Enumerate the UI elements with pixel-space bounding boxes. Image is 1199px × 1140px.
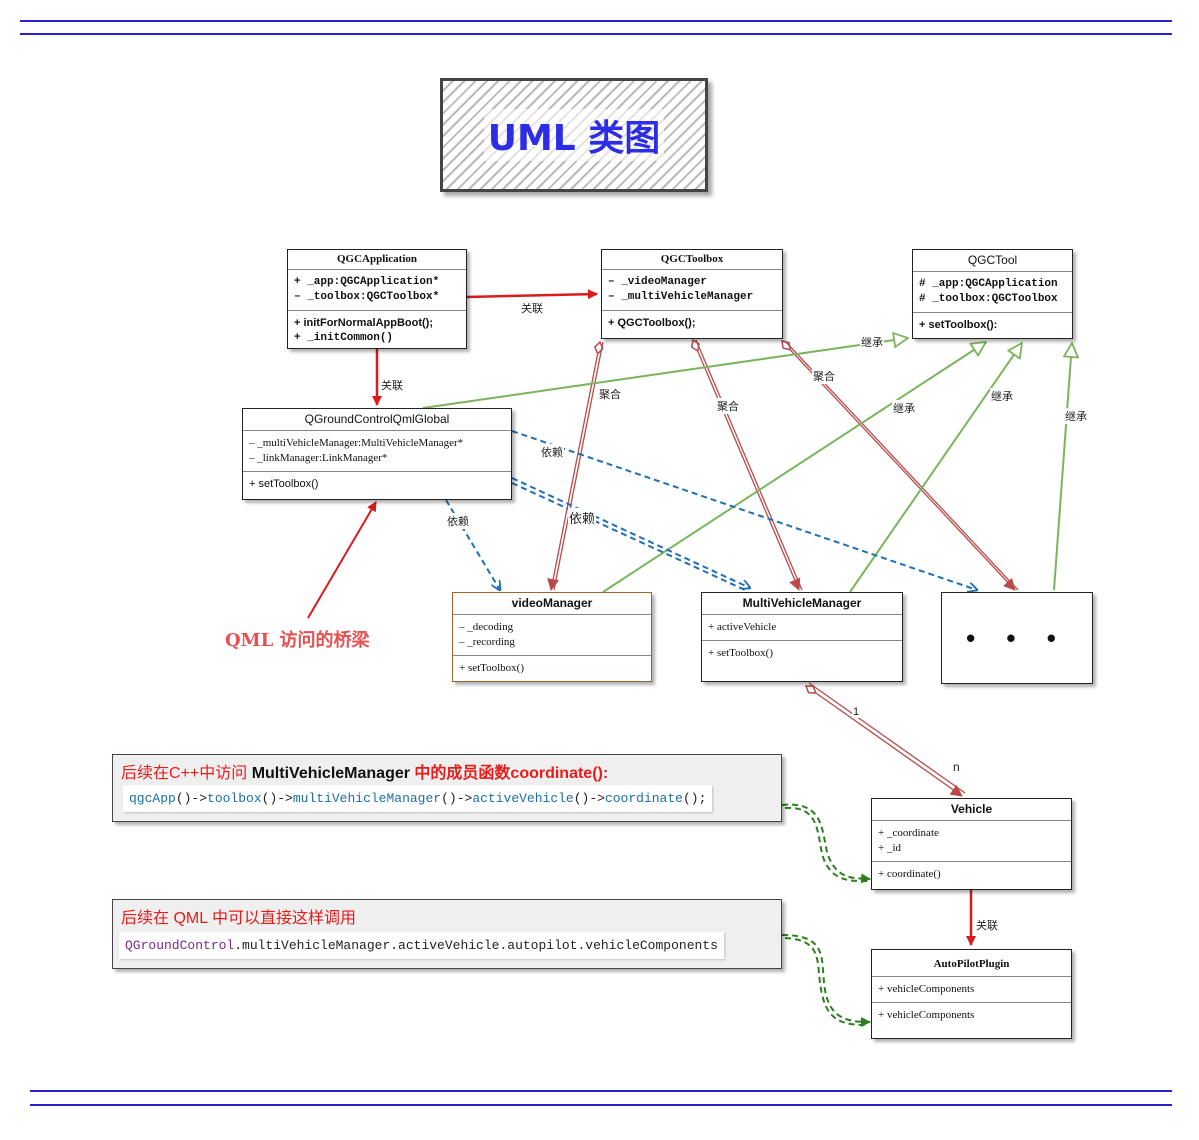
method: + initForNormalAppBoot();	[294, 317, 434, 329]
note-code: qgcApp()->toolbox()->multiVehicleManager…	[123, 785, 713, 812]
class-qgcapplication[interactable]: QGCApplication + _app:QGCApplication* – …	[287, 249, 467, 349]
method: + setToolbox()	[249, 478, 319, 490]
dep-qmlglobal-more	[511, 430, 977, 590]
class-name: videoManager	[453, 593, 651, 615]
agg-mvm-vehicle	[806, 686, 962, 796]
class-autopilotplugin[interactable]: AutoPilotPlugin + vehicleComponents + ve…	[871, 949, 1072, 1039]
field: + _app:QGCApplication*	[294, 276, 440, 288]
field: # _app:QGCApplication	[919, 278, 1058, 290]
method: + vehicleComponents	[878, 1009, 975, 1021]
code-token: activeVehicle	[472, 791, 574, 806]
field: – _recording	[459, 636, 515, 648]
class-name: QGCToolbox	[602, 250, 782, 270]
field: – _linkManager:LinkManager*	[249, 452, 388, 464]
field: + vehicleComponents	[878, 983, 975, 995]
note-qml-access: 后续在 QML 中可以直接这样调用 QGroundControl.multiVe…	[112, 899, 782, 969]
field: + activeVehicle	[708, 621, 777, 633]
code-token: QGroundControl	[125, 938, 235, 953]
label-inherit-2: 继承	[892, 400, 916, 416]
top-rule-2	[20, 33, 1172, 35]
dep-qmlglobal-mvm-1	[511, 477, 750, 588]
method: + QGCToolbox();	[608, 317, 696, 329]
ellipsis-text: • • •	[966, 622, 1068, 653]
label-agg-1: 聚合	[598, 386, 622, 402]
agg-toolbox-mvm	[693, 340, 799, 590]
class-qgctoolbox[interactable]: QGCToolbox – _videoManager – _multiVehic…	[601, 249, 783, 339]
label-dep-3: 依赖	[568, 508, 597, 527]
code-token: multiVehicleManager	[292, 791, 442, 806]
label-inherit-4: 继承	[1064, 408, 1088, 424]
label-inherit-3: 继承	[990, 388, 1014, 404]
bottom-rule-2	[30, 1104, 1172, 1106]
method: + setToolbox()	[708, 647, 774, 659]
method: + _initCommon()	[294, 332, 394, 344]
method: + setToolbox()	[459, 662, 525, 674]
agg-toolbox-video	[551, 342, 600, 590]
label-dep-2: 依赖	[446, 513, 470, 529]
code-token: ();	[682, 791, 707, 806]
label-assoc-2: 关联	[380, 377, 404, 393]
note-cpp-access: 后续在C++中访问 MultiVehicleManager 中的成员函数coor…	[112, 754, 782, 822]
code-token: ()->	[261, 791, 293, 806]
field: + _coordinate	[878, 827, 939, 839]
note-title-prefix: 后续在C++中访问	[121, 765, 252, 782]
code-token: toolbox	[207, 791, 262, 806]
code-token: ()->	[441, 791, 473, 806]
inherit-qmlglobal-tool	[422, 338, 908, 409]
class-videomanager[interactable]: videoManager – _decoding – _recording + …	[452, 592, 652, 682]
code-token: qgcApp	[129, 791, 176, 806]
class-name: AutoPilotPlugin	[872, 950, 1071, 977]
note-qml-link	[781, 934, 871, 1027]
note-title-class: MultiVehicleManager	[251, 765, 410, 782]
label-agg-3: 聚合	[812, 368, 836, 384]
qml-bridge-label: QML 访问的桥梁	[225, 630, 370, 651]
class-qgroundcontrolqmlglobal[interactable]: QGroundControlQmlGlobal – _multiVehicleM…	[242, 408, 512, 500]
note-title: 后续在C++中访问 MultiVehicleManager 中的成员函数coor…	[113, 755, 781, 783]
note-title: 后续在 QML 中可以直接这样调用	[121, 910, 356, 927]
label-assoc-1: 关联	[520, 300, 544, 316]
inherit-more-tool	[1053, 343, 1072, 591]
assoc-app-toolbox	[465, 289, 598, 300]
label-mult-n: n	[952, 760, 961, 774]
class-multivehiclemanager[interactable]: MultiVehicleManager + activeVehicle + se…	[701, 592, 903, 682]
method: + coordinate()	[878, 868, 941, 880]
code-token: .multiVehicleManager.activeVehicle.autop…	[234, 938, 718, 953]
field: # _toolbox:QGCToolbox	[919, 293, 1058, 305]
class-qgctool[interactable]: QGCTool # _app:QGCApplication # _toolbox…	[912, 249, 1073, 339]
note-cpp-link	[781, 803, 871, 884]
field: + _id	[878, 842, 902, 854]
class-more[interactable]: • • •	[941, 592, 1093, 684]
note-title-suffix: 中的成员函数coordinate():	[409, 765, 609, 782]
bridge-arrow	[307, 501, 377, 619]
class-name: MultiVehicleManager	[702, 593, 902, 615]
class-name: QGCApplication	[288, 250, 466, 270]
inherit-mvm-tool	[849, 343, 1022, 593]
class-name: QGroundControlQmlGlobal	[243, 409, 511, 431]
dep-qmlglobal-video	[445, 499, 500, 590]
label-assoc-3: 关联	[975, 917, 999, 933]
label-inherit-1: 继承	[860, 334, 884, 350]
code-token: ()->	[175, 791, 208, 806]
label-mult-one: 1	[852, 706, 861, 718]
class-name: QGCTool	[913, 250, 1072, 272]
inherit-video-tool	[602, 342, 986, 593]
diagram-title: UML 类图	[483, 109, 665, 161]
label-agg-2: 聚合	[716, 398, 740, 414]
field: – _multiVehicleManager:MultiVehicleManag…	[249, 437, 464, 449]
label-dep-1: 依赖	[540, 444, 564, 460]
note-code: QGroundControl.multiVehicleManager.activ…	[119, 932, 724, 959]
code-token: ()->	[573, 791, 605, 806]
class-vehicle[interactable]: Vehicle + _coordinate + _id + coordinate…	[871, 798, 1072, 890]
field: – _multiVehicleManager	[608, 291, 754, 303]
field: – _decoding	[459, 621, 514, 633]
method: + setToolbox():	[919, 319, 998, 331]
code-token: coordinate	[604, 791, 683, 806]
top-rule-1	[20, 20, 1172, 22]
field: – _videoManager	[608, 276, 708, 288]
bottom-rule-1	[30, 1090, 1172, 1092]
field: – _toolbox:QGCToolbox*	[294, 291, 440, 303]
class-name: Vehicle	[872, 799, 1071, 821]
diagram-title-box: UML 类图	[440, 78, 708, 192]
